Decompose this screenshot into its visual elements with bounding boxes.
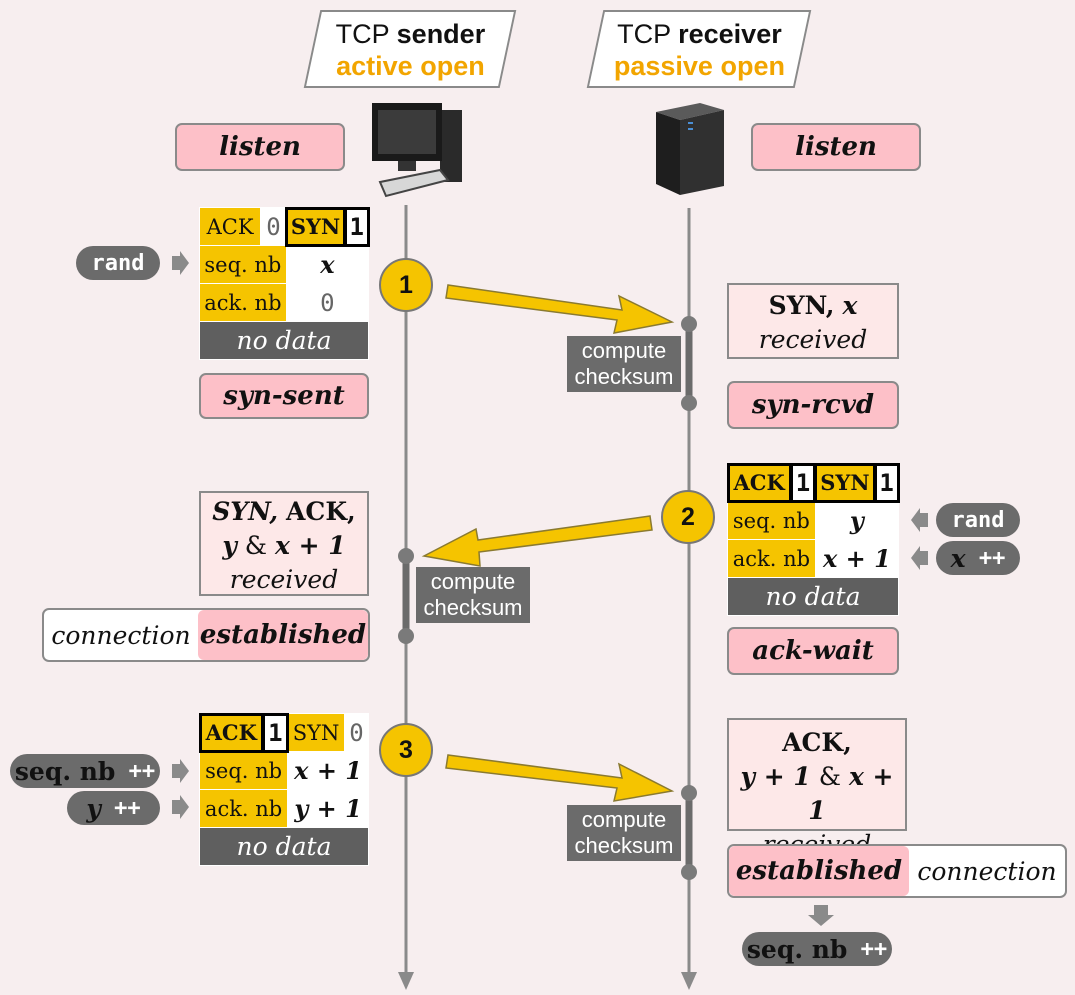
note-ack-text: ACK, (286, 497, 356, 526)
plusplus-text: ++ (978, 545, 1006, 571)
y-arrow-left (172, 795, 189, 819)
ack-nb-value: 0 (285, 283, 370, 322)
step-3-badge: 3 (379, 723, 433, 777)
established-label: established (729, 846, 909, 896)
note-amp: & (818, 762, 841, 791)
compute-text: compute (430, 569, 516, 594)
plusplus-text: ++ (860, 936, 888, 962)
note-x-var: x (842, 291, 858, 320)
note-ack-received: ACK, y + 1 & x + 1 received (727, 718, 907, 859)
note-synack-received: SYN, ACK, y & x + 1 received (199, 491, 369, 596)
ack-nb-label: ack. nb (199, 283, 287, 322)
seqnb-arrow-left (172, 759, 189, 783)
ack-flag-value: 0 (260, 207, 287, 246)
rand-tag-text: rand (91, 250, 145, 276)
ack-flag-label: ACK (198, 207, 262, 246)
seq-nb-value: x (285, 245, 370, 284)
receiver-state-established: established connection (727, 844, 1067, 898)
syn-flag-label: SYN (287, 713, 346, 752)
y-increment-tag: y ++ (67, 791, 160, 825)
packet-data: no data (199, 827, 369, 866)
sender-state-listen: listen (175, 123, 345, 171)
seq-increment-tag: seq. nb ++ (10, 754, 160, 788)
note-received-text: received (758, 325, 868, 354)
ack-nb-label: ack. nb (727, 539, 816, 578)
rand-tag-receiver: rand (936, 503, 1020, 537)
computer-icon (372, 103, 462, 198)
seq-nb-label: seq. nb (198, 751, 289, 790)
checksum-text: checksum (574, 364, 674, 389)
server-icon (656, 103, 724, 195)
compute-text: compute (581, 807, 667, 832)
note-syn-text: SYN, (212, 497, 279, 526)
x-increment-tag: x ++ (936, 541, 1020, 575)
connection-label: connection (917, 856, 1057, 886)
final-seq-increment-tag: seq. nb ++ (742, 932, 892, 966)
state-ack-wait: ack-wait (727, 627, 899, 675)
note-y-plus-1: y + 1 (740, 762, 811, 791)
x-arrow-right (911, 546, 928, 570)
plusplus-text: ++ (114, 795, 141, 821)
note-x-plus-1: x + 1 (808, 762, 894, 825)
syn-flag-label: SYN (814, 462, 876, 503)
note-syn-text: SYN, (768, 291, 835, 320)
compute-text: compute (581, 338, 667, 363)
note-x-plus-1: x + 1 (275, 531, 346, 560)
note-amp: & (244, 531, 268, 560)
seq-nb-label: seq. nb (727, 501, 816, 540)
packet-2: ACK 1 SYN 1 seq. nb y ack. nb x + 1 no d… (726, 462, 900, 616)
rand-arrow-left (172, 251, 189, 275)
seq-tag-label: seq. nb (746, 934, 848, 964)
ack-flag-label: ACK (726, 462, 792, 503)
checksum-text: checksum (574, 833, 674, 858)
rand-arrow-right (911, 508, 928, 532)
receiver-state-listen: listen (751, 123, 921, 171)
ack-nb-value: x + 1 (814, 539, 900, 578)
arrow-step-2 (421, 515, 653, 567)
established-label: established (198, 610, 368, 660)
note-y-var: y (222, 531, 237, 560)
ack-flag-value: 1 (789, 462, 817, 503)
rand-tag-text: rand (951, 507, 1005, 533)
note-received-text: received (229, 565, 339, 594)
note-ack-text: ACK, (782, 728, 852, 757)
ack-nb-value: y + 1 (287, 789, 369, 828)
ack-flag-value: 1 (261, 712, 289, 753)
x-tag-var: x (950, 543, 966, 573)
seq-nb-label: seq. nb (199, 245, 287, 284)
packet-1: ACK 0 SYN 1 seq. nb x ack. nb 0 no data (198, 206, 370, 360)
ack-nb-label: ack. nb (198, 789, 289, 828)
checksum-text: checksum (423, 595, 523, 620)
connection-label: connection (51, 620, 191, 650)
ack-flag-label: ACK (198, 712, 264, 753)
packet-data: no data (727, 577, 899, 616)
arrow-step-3 (445, 754, 675, 802)
plusplus-text: ++ (128, 758, 156, 784)
rand-tag-sender: rand (76, 246, 160, 280)
syn-flag-value: 1 (343, 206, 370, 247)
packet-data: no data (199, 321, 369, 360)
state-syn-rcvd: syn-rcvd (727, 381, 899, 429)
seq-nb-value: x + 1 (287, 751, 369, 790)
down-arrow (808, 905, 834, 926)
seq-tag-label: seq. nb (14, 756, 116, 786)
syn-flag-label: SYN (285, 206, 346, 247)
packet-3: ACK 1 SYN 0 seq. nb x + 1 ack. nb y + 1 … (198, 712, 369, 866)
syn-flag-value: 0 (344, 713, 369, 752)
step-2-badge: 2 (661, 490, 715, 544)
seq-nb-value: y (814, 501, 900, 540)
y-tag-var: y (86, 793, 101, 823)
state-syn-sent: syn-sent (199, 373, 369, 419)
arrow-step-1 (445, 284, 675, 334)
step-1-badge: 1 (379, 258, 433, 312)
syn-flag-value: 1 (873, 462, 900, 503)
sender-state-established: connection established (42, 608, 370, 662)
note-syn-received: SYN, x received (727, 283, 899, 359)
